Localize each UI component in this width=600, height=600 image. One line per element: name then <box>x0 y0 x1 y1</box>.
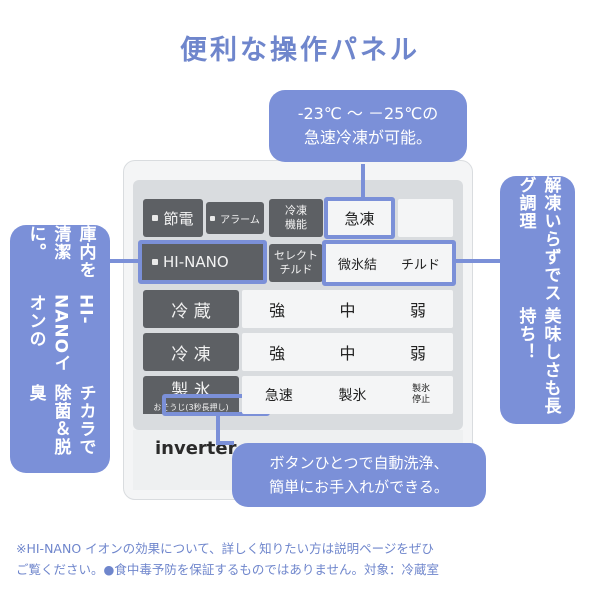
callout-hi-nano: 庫内を清潔に。 HI-NANOイオンの チカラで除菌＆脱臭 <box>10 225 110 473</box>
reito-weak-option[interactable]: 弱 <box>409 344 426 363</box>
setsuden-button[interactable]: 節電 <box>143 199 203 237</box>
indicator-icon <box>152 215 159 221</box>
footnote: ※HI-NANO イオンの効果について、詳しく知りたい方は説明ページをぜひ ご覧… <box>16 541 440 577</box>
kyusoku-seihyo-option[interactable]: 急速 <box>264 388 293 404</box>
callout-auto-clean: ボタンひとつで自動洗浄、 簡単にお手入れができる。 <box>232 443 486 507</box>
reizo-middle-option[interactable]: 中 <box>339 301 356 320</box>
callout-connector-bottom-v <box>216 414 220 444</box>
seihyo-option[interactable]: 製氷 <box>338 388 367 404</box>
reito-kino-label: 冷凍 機能 <box>269 199 323 237</box>
indicator-icon <box>210 215 216 221</box>
reizo-label: 冷 蔵 <box>143 290 239 328</box>
callout-connector-bottom-h <box>216 441 234 445</box>
reito-level-selector: 強 中 弱 <box>242 333 453 371</box>
callout-connector-left <box>110 259 140 263</box>
reizo-weak-option[interactable]: 弱 <box>409 301 426 320</box>
callout-connector-top <box>361 164 365 198</box>
select-chiled-options: 微氷結 チルド <box>322 240 456 286</box>
hi-nano-label: HI-NANO <box>163 253 229 271</box>
alarm-button[interactable]: アラーム <box>206 202 264 234</box>
callout-connector-right <box>455 259 501 263</box>
page-title: 便利な操作パネル <box>180 35 420 66</box>
hi-nano-button[interactable]: HI-NANO <box>138 240 267 284</box>
reito-label: 冷 凍 <box>143 333 239 371</box>
blank-cell <box>398 199 453 237</box>
alarm-label: アラーム <box>220 214 260 226</box>
reito-strong-option[interactable]: 強 <box>269 344 286 363</box>
bihyoketsu-option[interactable]: 微氷結 <box>337 257 377 273</box>
reizo-level-selector: 強 中 弱 <box>242 290 453 328</box>
reito-middle-option[interactable]: 中 <box>339 344 356 363</box>
callout-select-chiled: 解凍いらずでスグ調理 美味しさも長持ち！ <box>500 176 575 424</box>
indicator-icon <box>152 259 158 265</box>
select-chiled-label: セレクト チルド <box>269 244 323 282</box>
callout-quick-freeze: -23℃ ～ －25℃の 急速冷凍が可能。 <box>269 90 467 162</box>
kyuto-button[interactable]: 急凍 <box>324 197 395 239</box>
setsuden-label: 節電 <box>163 209 194 228</box>
chiled-option[interactable]: チルド <box>400 257 440 273</box>
reizo-strong-option[interactable]: 強 <box>269 301 286 320</box>
osouji-label: おそうじ(3秒長押し) <box>143 400 239 414</box>
seihyo-mode-selector: 急速 製氷 製氷 停止 <box>242 376 453 414</box>
seihyo-stop-option[interactable]: 製氷 停止 <box>412 384 431 405</box>
